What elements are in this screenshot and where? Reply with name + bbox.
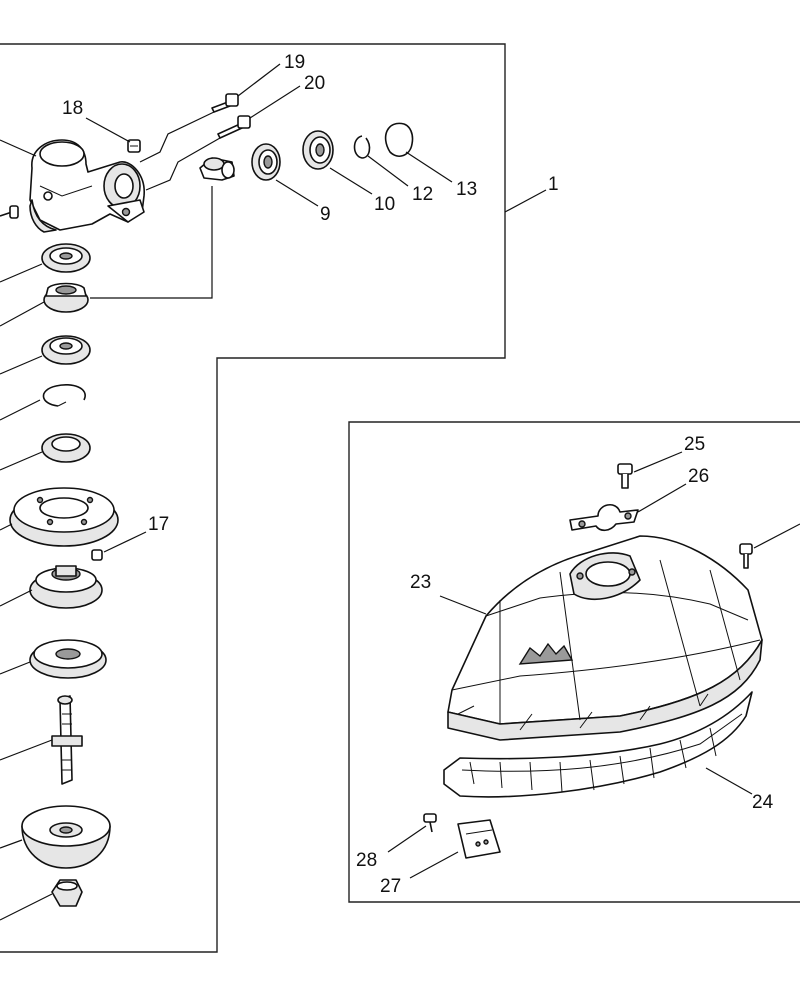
guard-assembly-frame <box>348 421 800 903</box>
oil-seal <box>41 433 91 463</box>
cup-cover <box>21 805 111 869</box>
screw-guard-side <box>739 543 753 569</box>
callout-1: 1 <box>548 174 559 195</box>
callout-10: 10 <box>374 194 395 215</box>
pinion-shaft <box>199 157 235 181</box>
bearing-10 <box>302 130 334 170</box>
callout-27: 27 <box>380 876 401 897</box>
screw-28 <box>423 813 437 833</box>
screw-17 <box>91 549 103 561</box>
circlip-13 <box>384 122 414 157</box>
gear-case-housing <box>29 139 145 233</box>
callout-9: 9 <box>320 204 331 225</box>
callout-19: 19 <box>284 52 305 73</box>
callout-13: 13 <box>456 179 477 200</box>
callout-24: 24 <box>752 792 774 813</box>
warning-label-27 <box>457 819 501 859</box>
clamp-bracket-26 <box>569 504 639 532</box>
callout-12: 12 <box>412 184 433 205</box>
retaining-ring <box>42 384 86 407</box>
guard-skirt-24 <box>443 691 753 798</box>
bearing-middle <box>41 335 91 365</box>
receiver-plate <box>9 487 119 547</box>
gearbox-assembly-frame <box>0 43 506 953</box>
bolt-25 <box>617 463 633 489</box>
callout-26: 26 <box>688 466 709 487</box>
nut <box>51 879 83 907</box>
bearing-9 <box>251 143 281 181</box>
bearing-upper <box>41 243 91 273</box>
side-screw <box>0 205 19 219</box>
guard-body-23 <box>447 535 763 741</box>
callout-23: 23 <box>410 572 431 593</box>
bolt-19 <box>211 93 239 113</box>
drive-shaft <box>51 695 83 785</box>
callout-18: 18 <box>62 98 83 119</box>
callout-25: 25 <box>684 434 705 455</box>
bolt-20 <box>217 115 251 139</box>
washer-plate <box>29 639 107 679</box>
holder-flange <box>29 565 103 609</box>
callout-28: 28 <box>356 850 377 871</box>
callout-17: 17 <box>148 514 169 535</box>
bevel-gear <box>43 282 89 313</box>
screw-18 <box>127 139 141 153</box>
snap-ring-12 <box>353 135 371 159</box>
callout-20: 20 <box>304 73 325 94</box>
